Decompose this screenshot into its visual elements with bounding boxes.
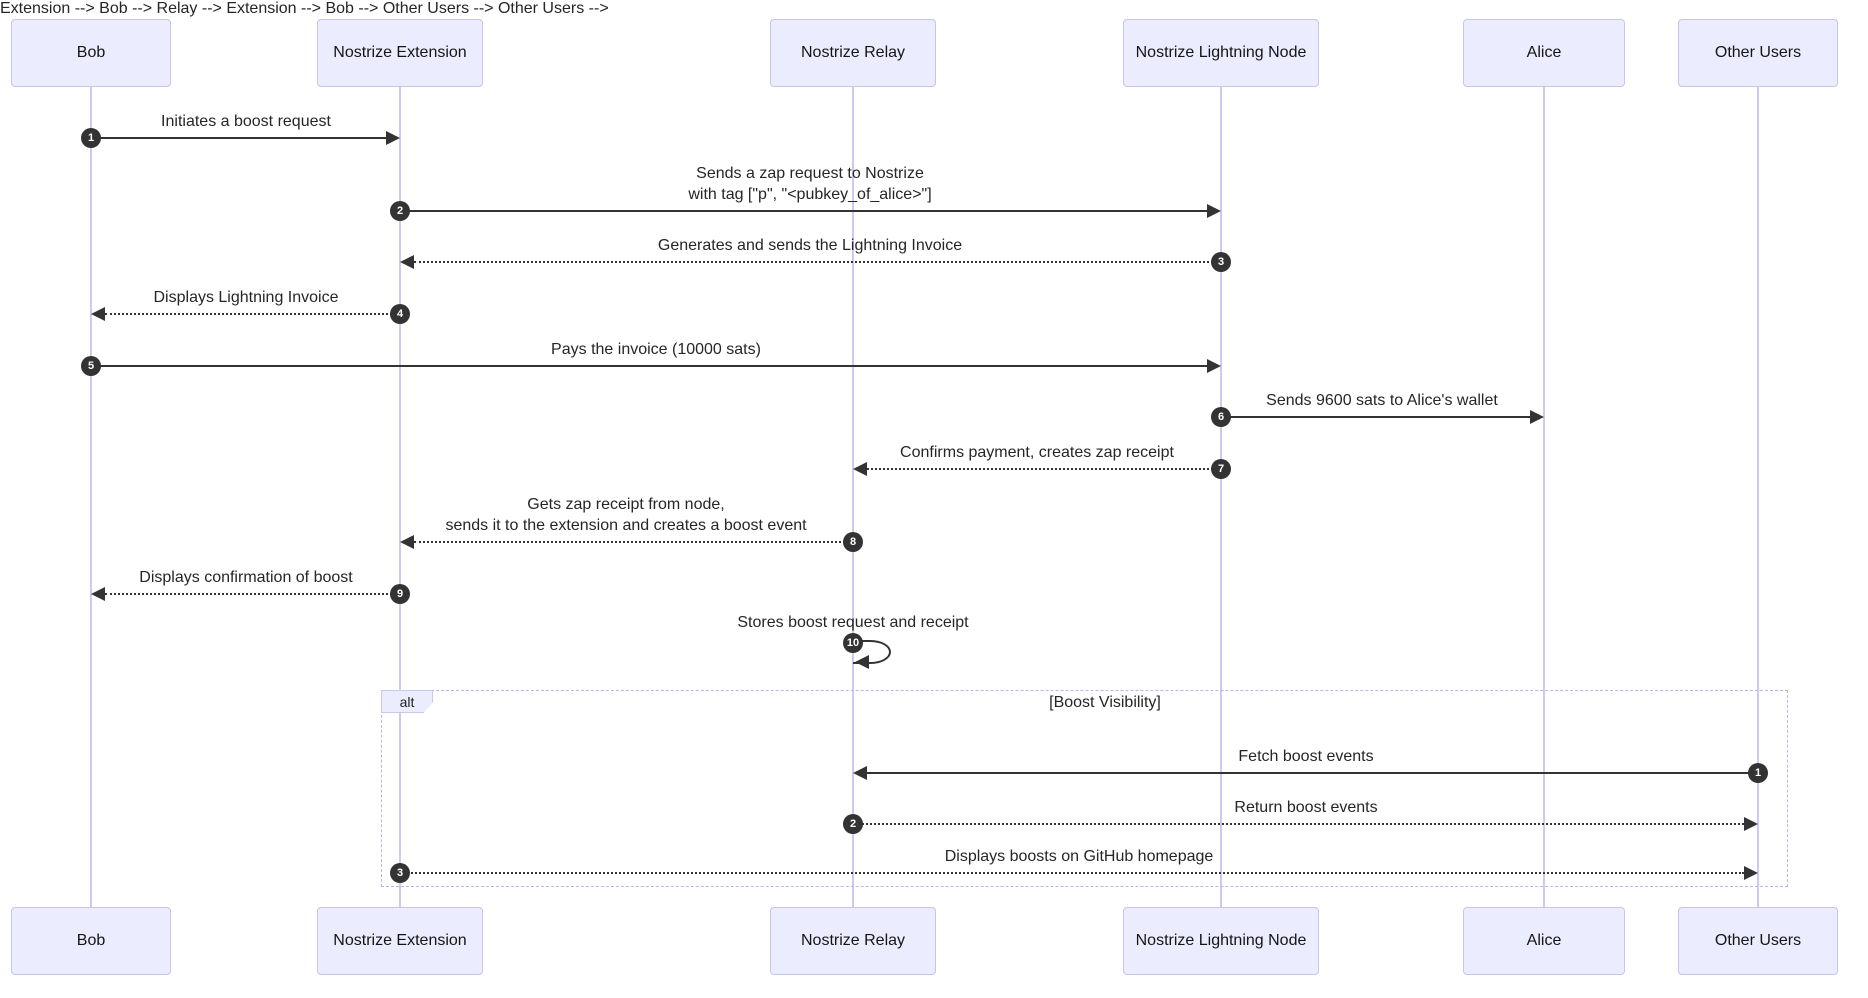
arrowhead-icon: [1207, 204, 1221, 218]
arrowhead-icon: [853, 462, 867, 476]
sequence-number-badge: 2: [843, 814, 863, 834]
sequence-number-badge: 4: [390, 304, 410, 324]
actor-label: Nostrize Relay: [800, 932, 906, 949]
actor-relay-top: Nostrize Relay: [770, 19, 936, 87]
message-arrow-line: [400, 210, 1207, 212]
sequence-number-badge: 8: [843, 532, 863, 552]
actor-extension-top: Nostrize Extension: [317, 19, 483, 87]
message-label-line: Sends a zap request to Nostrize: [696, 165, 924, 182]
message-label: Displays boosts on GitHub homepage: [944, 848, 1214, 865]
message-label: Stores boost request and receipt: [737, 614, 969, 631]
lifeline-relay: [852, 87, 854, 907]
actor-label: Nostrize Extension: [333, 932, 467, 949]
message-arrow-line: [414, 261, 1221, 263]
actor-label: Bob: [76, 44, 106, 61]
message-label: Sends 9600 sats to Alice's wallet: [1266, 392, 1498, 409]
actor-alice-bottom: Alice: [1463, 907, 1625, 975]
message-label: Generates and sends the Lightning Invoic…: [657, 237, 963, 254]
sequence-number-badge: 9: [390, 584, 410, 604]
actor-relay-bottom: Nostrize Relay: [770, 907, 936, 975]
message-label: Initiates a boost request: [161, 113, 331, 130]
arrowhead-icon: [91, 587, 105, 601]
message-label: Confirms payment, creates zap receipt: [900, 444, 1174, 461]
lifeline-lightning-node: [1220, 87, 1222, 907]
arrowhead-icon: [855, 655, 869, 669]
sequence-number-badge: 6: [1211, 407, 1231, 427]
message-label: Displays Lightning Invoice: [153, 289, 339, 306]
message-arrow-line: [853, 823, 1744, 825]
actor-label: Nostrize Lightning Node: [1135, 932, 1307, 949]
actor-other-users-top: Other Users: [1678, 19, 1838, 87]
message-arrow-line: [91, 137, 386, 139]
sequence-number-badge: 2: [390, 201, 410, 221]
message-label-line: with tag ["p", "<pubkey_of_alice>"]: [688, 186, 932, 203]
alt-frame: [381, 690, 1788, 887]
sequence-number-badge: 3: [390, 863, 410, 883]
arrowhead-icon: [400, 535, 414, 549]
message-label: Gets zap receipt from node, sends it to …: [445, 494, 806, 536]
arrowhead-icon: [853, 766, 867, 780]
actor-label: Alice: [1526, 44, 1562, 61]
message-arrow-line: [400, 872, 1744, 874]
message-arrow-line: [91, 365, 1207, 367]
actor-other-users-bottom: Other Users: [1678, 907, 1838, 975]
actor-label: Alice: [1526, 932, 1562, 949]
arrowhead-icon: [91, 307, 105, 321]
self-loop-arc: [853, 640, 891, 664]
arrowhead-icon: [400, 255, 414, 269]
sequence-number-badge: 3: [1211, 252, 1231, 272]
arrowhead-icon: [1530, 410, 1544, 424]
lifeline-extension: [399, 87, 401, 907]
message-arrow-line: [105, 313, 400, 315]
arrowhead-icon: [1207, 359, 1221, 373]
message-label-line: sends it to the extension and creates a …: [445, 517, 807, 534]
sequence-number-badge: 10: [843, 633, 863, 653]
actor-alice-top: Alice: [1463, 19, 1625, 87]
actor-lightning-node-bottom: Nostrize Lightning Node: [1123, 907, 1319, 975]
actor-extension-bottom: Nostrize Extension: [317, 907, 483, 975]
arrowhead-icon: [1744, 817, 1758, 831]
lifeline-bob: [90, 87, 92, 907]
message-arrow-line: [867, 772, 1758, 774]
actor-label: Nostrize Extension: [333, 44, 467, 61]
message-label: Sends a zap request to Nostrize with tag…: [688, 163, 931, 205]
message-label: Displays confirmation of boost: [139, 569, 353, 586]
sequence-number-badge: 7: [1211, 459, 1231, 479]
message-label-line: Gets zap receipt from node,: [527, 496, 725, 513]
lifeline-alice: [1543, 87, 1545, 907]
message-arrow-line: [1221, 416, 1530, 418]
message-arrow-line: [105, 593, 400, 595]
actor-label: Other Users: [1714, 932, 1802, 949]
message-label: Return boost events: [1234, 799, 1378, 816]
actor-label: Bob: [76, 932, 106, 949]
actor-bob-top: Bob: [11, 19, 171, 87]
actor-label: Other Users: [1714, 44, 1802, 61]
actor-label: Nostrize Lightning Node: [1135, 44, 1307, 61]
lifeline-other-users: [1757, 87, 1759, 907]
message-label: Fetch boost events: [1238, 748, 1374, 765]
message-arrow-line: [414, 541, 853, 543]
arrowhead-icon: [1744, 866, 1758, 880]
sequence-number-badge: 1: [81, 128, 101, 148]
sequence-number-badge: 5: [81, 356, 101, 376]
message-label: Pays the invoice (10000 sats): [551, 341, 761, 358]
message-arrow-line: [867, 468, 1221, 470]
actor-bob-bottom: Bob: [11, 907, 171, 975]
actor-label: Nostrize Relay: [800, 44, 906, 61]
alt-condition-label: [Boost Visibility]: [1049, 694, 1161, 711]
sequence-number-badge: 1: [1748, 763, 1768, 783]
actor-lightning-node-top: Nostrize Lightning Node: [1123, 19, 1319, 87]
arrowhead-icon: [386, 131, 400, 145]
alt-label-tab: alt: [381, 690, 433, 713]
